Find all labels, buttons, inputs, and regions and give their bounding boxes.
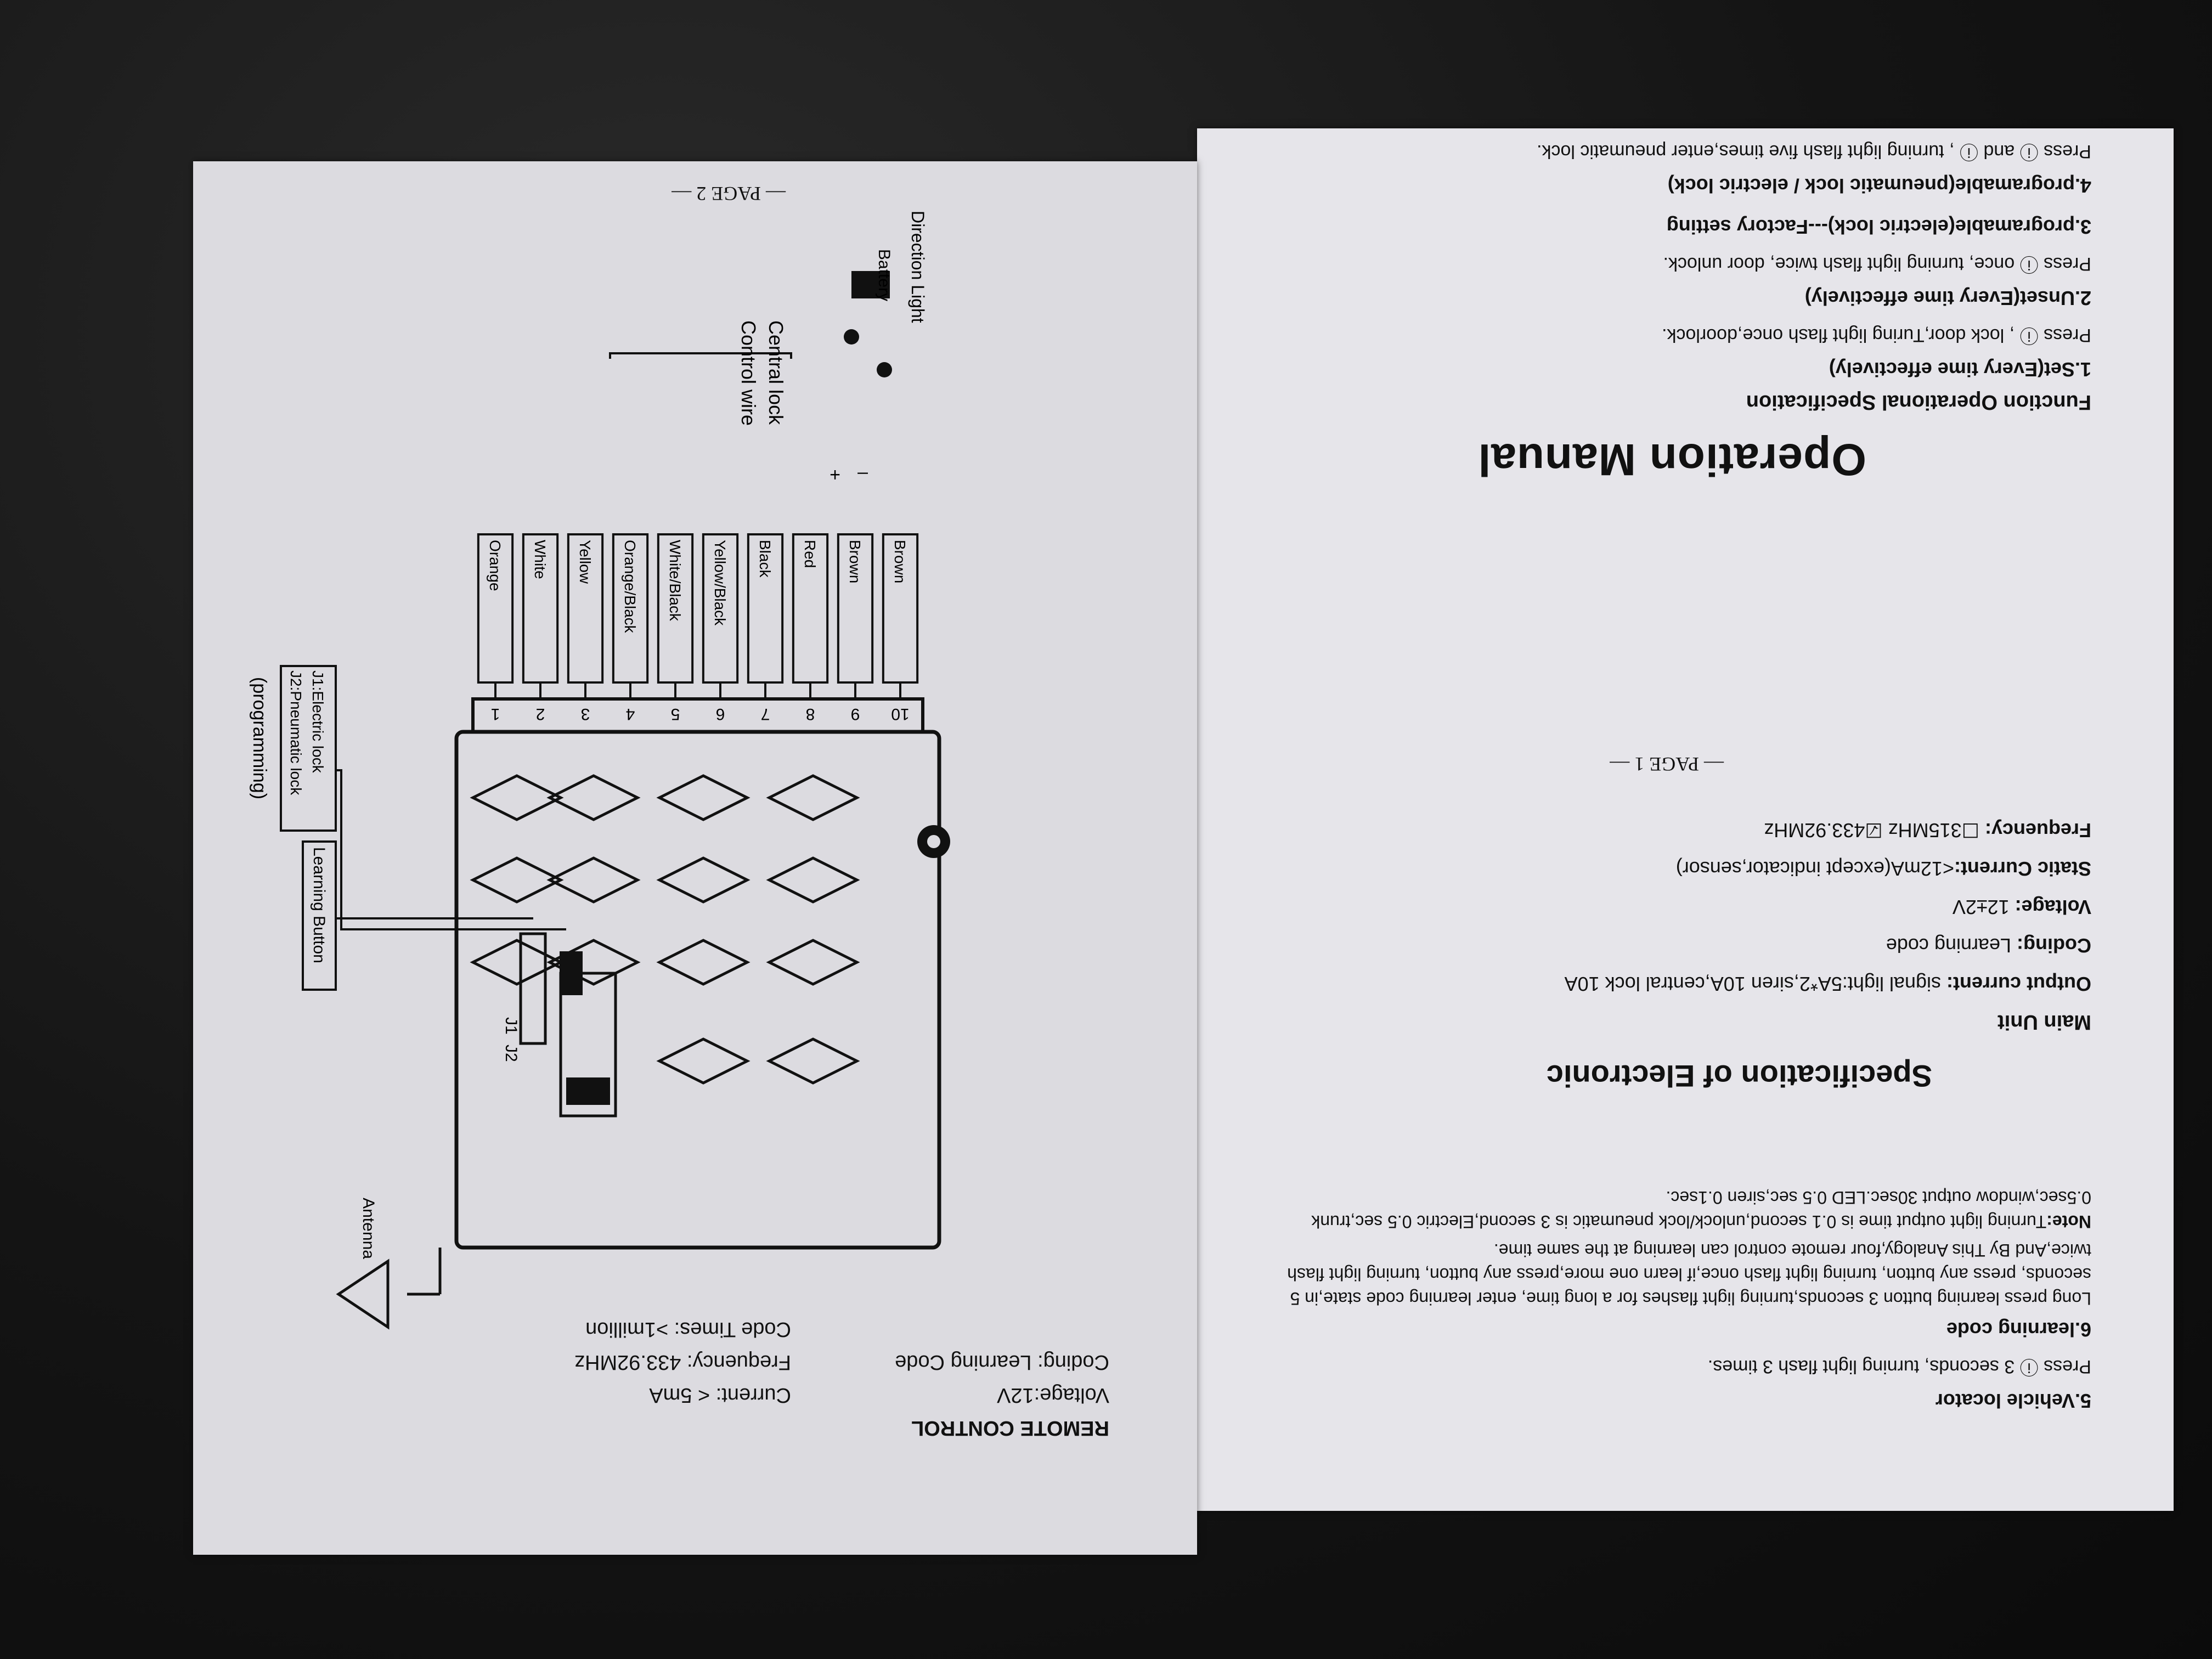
spec-coding: Coding: Learning code [1886, 934, 2091, 957]
wire-color-label: Yellow/Black [712, 540, 729, 626]
spec-label: Static Current: [1954, 857, 2091, 880]
wire-color-label: Red [802, 540, 819, 568]
spec-label: Voltage: [2015, 896, 2091, 918]
section-text: Press ⓘ and ⓘ , turning light flash five… [1536, 141, 2091, 162]
pin-number: 10 [891, 705, 909, 723]
j1-label: J1 [502, 1017, 520, 1035]
main-unit-box [454, 730, 941, 1250]
battery-icon [851, 271, 890, 298]
central-lock-label-1: Central lock [765, 320, 787, 425]
page-2-footer: — PAGE 2 — [672, 183, 786, 205]
jumper-label-box [280, 665, 337, 832]
wire-color-label: Brown [891, 540, 909, 583]
pin-number: 1 [491, 705, 500, 723]
page-2: REMOTE CONTROL Voltage:12V Coding: Learn… [193, 161, 1197, 1555]
spec-value: 12±2V [1952, 896, 2015, 918]
central-lock-label-2: Control wire [737, 320, 760, 426]
wire-color-label: Brown [847, 540, 864, 583]
spec-static-current: Static Current:<12mA(except indicator,se… [1676, 857, 2091, 880]
manual-title: Operation Manual [1477, 435, 1866, 484]
jumper-label-j1: J1:Electric lock [309, 670, 326, 774]
spec-title: Specification of Electronic [1546, 1059, 1932, 1093]
note-label: Note: [2046, 1212, 2091, 1232]
spec-value: ☐315MHz ☑433.92MHz [1764, 819, 1985, 842]
pin-number: 3 [581, 705, 590, 723]
section-heading: 6.learning code [1946, 1318, 2091, 1341]
learning-button-slot [519, 932, 547, 1045]
spec-value: <12mA(except indicator,sensor) [1675, 857, 1954, 880]
central-lock-bracket [609, 352, 792, 359]
relay-diamonds [470, 774, 860, 1085]
wire-color-label: Orange [487, 540, 504, 591]
jumper-block [559, 972, 617, 1118]
page-1-footer: — PAGE 1 — [1610, 753, 1724, 775]
main-unit-heading: Main Unit [1997, 1011, 2091, 1034]
spec-label: Frequency: [1984, 819, 2091, 842]
section-heading: 4.programable(pneumatic lock / electric … [1667, 174, 2091, 197]
learning-button-label: Learning Button [310, 847, 328, 963]
spec-value: signal light:5A*2,siren 10A,central lock… [1564, 973, 1947, 995]
pin-number: 7 [761, 705, 770, 723]
spec-label: Output current: [1946, 973, 2091, 995]
note-block: Note:Turning light output time is 0.1 se… [1235, 1186, 2091, 1234]
pin-number: 2 [536, 705, 545, 723]
pin-number: 5 [671, 705, 680, 723]
pin-number: 8 [806, 705, 815, 723]
jumper-arrow [336, 769, 566, 930]
plus-sign: + [830, 464, 840, 485]
wire-color-label: Yellow [577, 540, 594, 584]
spec-label: Coding: [2017, 934, 2091, 957]
note-text: Turning light output time is 0.1 second,… [1311, 1188, 2091, 1232]
section-heading: 2.Unset(Every time effectively) [1804, 287, 2091, 309]
j2-label: J2 [502, 1045, 520, 1062]
minus-sign: – [857, 464, 868, 485]
wire-color-label: Orange/Black [622, 540, 639, 634]
antenna-label: Antenna [359, 1198, 377, 1259]
section-heading: 5.Vehicle locator [1935, 1390, 2091, 1412]
section-text: Press ⓘ once, turning light flash twice,… [1663, 253, 2092, 274]
wire-color-label: Black [757, 540, 774, 578]
wire-color-label: White/Black [667, 540, 684, 622]
wiring-diagram: Antenna [249, 211, 950, 1330]
pin-number: 4 [626, 705, 635, 723]
lamp-icon [844, 329, 892, 377]
jumper-label-j2: J2:Pneumatic lock [287, 670, 304, 795]
spec-frequency: Frequency: ☐315MHz ☑433.92MHz [1764, 819, 2091, 842]
section-text: Long press learning button 3 seconds,tur… [1287, 1240, 2091, 1308]
wire-connector: 1 Orange 2 White 3 Yellow 4 Orange/Black 5 White/… [471, 533, 924, 733]
section-heading: 1.Set(Every time effectively) [1829, 358, 2091, 381]
section-text: Press ⓘ 3 seconds, turning light flash 3… [1707, 1356, 2091, 1377]
direction-light-label: Direction Light [908, 211, 928, 323]
connector-frame [471, 697, 924, 733]
spec-output-current: Output current: signal light:5A*2,siren … [1565, 972, 2091, 995]
pin-number: 9 [851, 705, 860, 723]
wire-color-label: White [532, 540, 549, 579]
spec-value: Learning code [1886, 934, 2017, 957]
antenna-icon [336, 1248, 442, 1330]
battery-label: Battery [875, 249, 893, 301]
jumper-note: (programming) [249, 677, 270, 799]
spec-voltage: Voltage: 12±2V [1953, 895, 2091, 918]
pin-number: 6 [716, 705, 725, 723]
function-heading: Function Operational Specification [1746, 391, 2091, 414]
learning-button-label-box [302, 840, 337, 991]
section-heading: 3.programable(electric lock)---Factory s… [1666, 216, 2091, 238]
page-1-lower: 5.Vehicle locator Press ⓘ 3 seconds, tur… [1197, 688, 2174, 1511]
section-text: Press ⓘ , lock door,Turing light flash o… [1662, 325, 2091, 346]
jumper-j1 [566, 1077, 610, 1105]
